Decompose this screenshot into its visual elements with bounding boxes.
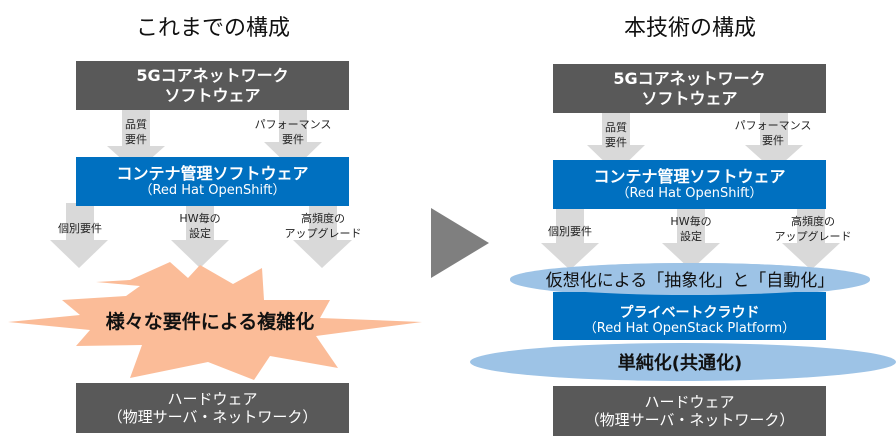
container-management-box-right: コンテナ管理ソフトウェア （Red Hat OpenShift） [553,160,826,209]
abstraction-text: 仮想化による「抽象化」と「自動化」 [545,271,835,291]
box-sublabel: ソフトウェア [641,88,738,108]
arrow-label-performance-right: パフォーマンス要件 [734,119,812,147]
down-arrow-quality-right [587,108,645,173]
down-arrow-hw-settings-right [662,206,720,270]
container-management-box: コンテナ管理ソフトウェア （Red Hat OpenShift） [76,157,349,206]
5g-core-software-box-right: 5Gコアネットワーク ソフトウェア [553,64,826,113]
arrow-label-upgrade-right: 高頻度のアップグレード [774,215,852,243]
down-arrow-quality [107,105,165,172]
5g-core-software-box: 5Gコアネットワーク ソフトウェア [76,61,349,110]
box-sublabel: （Red Hat OpenStack Platform） [583,321,796,337]
box-label: コンテナ管理ソフトウェア [116,164,309,184]
box-label: 5Gコアネットワーク [613,69,766,89]
box-sublabel: ソフトウェア [164,85,261,105]
box-sublabel: （Red Hat OpenShift） [139,183,286,199]
box-label: ハードウェア [644,393,735,411]
complexity-burst [8,262,422,380]
down-arrow-individual [50,203,108,268]
arrow-label-quality-right: 品質要件 [605,121,627,149]
down-arrow-upgrade [293,203,352,268]
down-arrow-individual-right [541,206,599,270]
box-label: ハードウェア [167,390,258,408]
hardware-box-right: ハードウェア （物理サーバ・ネットワーク） [553,386,826,436]
down-arrow-upgrade-right [782,206,840,270]
box-sublabel: （物理サーバ・ネットワーク） [107,408,318,426]
simplification-text: 単純化(共通化) [617,353,743,374]
private-cloud-box: プライベートクラウド （Red Hat OpenStack Platform） [553,292,826,340]
left-title: これまでの構成 [135,16,290,41]
arrow-label-hw-settings: HW毎の設定 [179,212,221,240]
box-sublabel: （物理サーバ・ネットワーク） [584,411,795,429]
arrow-label-performance: パフォーマンス要件 [254,118,332,146]
hardware-box: ハードウェア （物理サーバ・ネットワーク） [76,383,349,433]
simplification-ellipse [470,343,896,381]
transition-arrow [431,208,489,278]
arrow-label-individual: 個別要件 [58,222,102,235]
box-sublabel: （Red Hat OpenShift） [616,186,763,202]
box-label: コンテナ管理ソフトウェア [593,167,786,187]
arrow-label-individual-right: 個別要件 [548,225,592,238]
box-label: 5Gコアネットワーク [136,66,289,86]
down-arrow-performance [264,105,322,170]
arrow-label-hw-settings-right: HW毎の設定 [670,215,712,243]
right-title: 本技術の構成 [623,16,756,41]
box-label: プライベートクラウド [619,304,760,321]
arrow-label-quality: 品質要件 [125,118,147,146]
down-arrow-hw-settings [171,203,229,268]
arrow-label-upgrade: 高頻度のアップグレード [284,212,362,240]
burst-text: 様々な要件による複雑化 [105,311,315,333]
down-arrow-performance-right [745,106,803,171]
